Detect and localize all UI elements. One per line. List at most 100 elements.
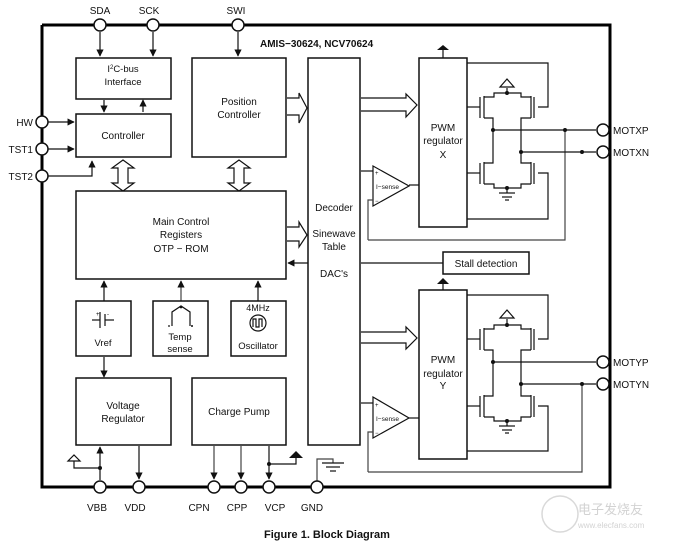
decoder-line2: Sinewave <box>312 229 356 240</box>
pin-vdd: VDD <box>124 480 146 514</box>
pwm-y-line3: Y <box>440 381 447 392</box>
pwm-y-line2: regulator <box>423 369 463 380</box>
vref-label: Vref <box>94 338 111 349</box>
temp-label-line1: Temp <box>168 332 191 343</box>
pin-label: VBB <box>87 503 107 514</box>
decoder-sinewave-dac-block: Decoder Sinewave Table DAC's <box>307 57 361 446</box>
vref-block: + - Vref <box>75 300 132 357</box>
pin-sda: SDA <box>90 6 111 57</box>
supply-hollow-icon <box>66 454 82 462</box>
pin-label: SCK <box>139 6 160 17</box>
pin-label: CPN <box>188 503 209 514</box>
isense-amplifier-x: + − I−sense <box>361 164 419 240</box>
supply-filled-icon <box>289 451 303 458</box>
pin-label: MOTXN <box>613 148 649 159</box>
i2c-label-line2: Interface <box>105 77 142 88</box>
charge-pump-label: Charge Pump <box>208 407 270 418</box>
osc-freq: 4MHz <box>246 303 270 313</box>
pin-tst1: TST1 <box>9 142 75 156</box>
watermark-url: www.elecfans.com <box>577 521 645 530</box>
temp-sense-block: Temp sense <box>152 300 209 357</box>
h-bridge-x <box>467 62 596 220</box>
supply-filled-icon <box>437 278 449 284</box>
chip-title: AMIS−30624, NCV70624 <box>260 39 374 50</box>
chip-boundary <box>40 23 612 489</box>
isense-plus: + <box>375 171 379 177</box>
main-regs-line2: Registers <box>160 230 202 241</box>
bus-arrow-regs-decoder <box>287 219 308 249</box>
osc-label: Oscillator <box>238 341 278 352</box>
pwm-x-line3: X <box>440 150 447 161</box>
main-control-registers-block: Main Control Registers OTP − ROM <box>75 190 287 280</box>
stall-label: Stall detection <box>455 259 518 270</box>
isense-label: I−sense <box>376 184 399 191</box>
supply-filled-icon <box>437 45 449 50</box>
square-wave-icon <box>249 314 267 332</box>
pin-tst2: TST2 <box>9 160 96 183</box>
pin-vbb: VBB <box>87 480 107 514</box>
pwm-regulator-x-block: PWM regulator X <box>418 45 468 228</box>
position-label-line1: Position <box>221 97 257 108</box>
pwm-x-line2: regulator <box>423 136 463 147</box>
bus-arrow-decoder-pwmy <box>361 325 418 351</box>
pin-hw: HW <box>16 115 75 129</box>
pin-motyp: MOTYP <box>596 355 649 369</box>
controller-label: Controller <box>101 131 145 142</box>
i2c-label-line1: I2C-bus <box>107 64 139 75</box>
oscillator-block: 4MHz Oscillator <box>230 300 287 357</box>
ground-icon <box>322 462 344 472</box>
position-label-line2: Controller <box>217 110 261 121</box>
pin-label: MOTXP <box>613 126 649 137</box>
pin-label: SDA <box>90 6 111 17</box>
pin-vcp: VCP <box>262 480 286 514</box>
watermark-title: 电子发烧友 <box>578 502 643 517</box>
pin-swi: SWI <box>227 6 246 57</box>
pin-gnd: GND <box>301 480 324 514</box>
pin-label: HW <box>16 118 33 129</box>
main-regs-line3: OTP − ROM <box>153 244 208 255</box>
vreg-line1: Voltage <box>106 401 140 412</box>
decoder-line4: DAC's <box>320 269 348 280</box>
controller-block: Controller <box>75 113 172 158</box>
pin-motxp: MOTXP <box>596 123 649 137</box>
i2c-bus-interface-block: I2C-bus Interface <box>75 57 172 100</box>
bus-arrow-position-regs <box>226 159 252 192</box>
isense-minus: − <box>375 431 379 437</box>
pin-cpp: CPP <box>227 480 248 514</box>
pin-label: VCP <box>265 503 286 514</box>
svg-text:-: - <box>107 312 109 318</box>
position-controller-block: Position Controller <box>191 57 287 158</box>
decoder-line1: Decoder <box>315 203 353 214</box>
h-bridge-y <box>467 294 596 452</box>
bus-arrow-decoder-pwmx <box>361 92 418 119</box>
isense-amplifier-y: + − I−sense <box>361 395 419 472</box>
svg-text:+: + <box>96 312 100 318</box>
isense-minus: − <box>375 199 379 205</box>
pin-label: GND <box>301 503 323 514</box>
watermark-logo-icon <box>541 495 579 533</box>
isense-label: I−sense <box>376 416 399 423</box>
pin-cpn: CPN <box>188 480 221 514</box>
pin-label: CPP <box>227 503 248 514</box>
thermocouple-icon <box>168 305 193 327</box>
pin-label: VDD <box>124 503 145 514</box>
pwm-regulator-y-block: PWM regulator Y <box>418 278 468 460</box>
voltage-regulator-block: Voltage Regulator <box>75 377 172 446</box>
pin-motyn: MOTYN <box>596 377 649 391</box>
pin-label: MOTYP <box>613 358 649 369</box>
battery-icon: + - <box>92 312 114 328</box>
watermark: 电子发烧友 www.elecfans.com <box>541 495 645 533</box>
pin-label: TST1 <box>9 145 34 156</box>
pin-motxn: MOTXN <box>596 145 649 159</box>
pwm-x-line1: PWM <box>431 123 455 134</box>
bus-arrow-controller-regs <box>110 159 136 192</box>
pin-label: MOTYN <box>613 380 649 391</box>
pin-label: SWI <box>227 6 246 17</box>
vreg-line2: Regulator <box>101 414 145 425</box>
pin-label: TST2 <box>9 172 34 183</box>
isense-plus: + <box>375 403 379 409</box>
decoder-line3: Table <box>322 242 346 253</box>
pin-sck: SCK <box>139 6 160 57</box>
charge-pump-block: Charge Pump <box>191 377 287 446</box>
